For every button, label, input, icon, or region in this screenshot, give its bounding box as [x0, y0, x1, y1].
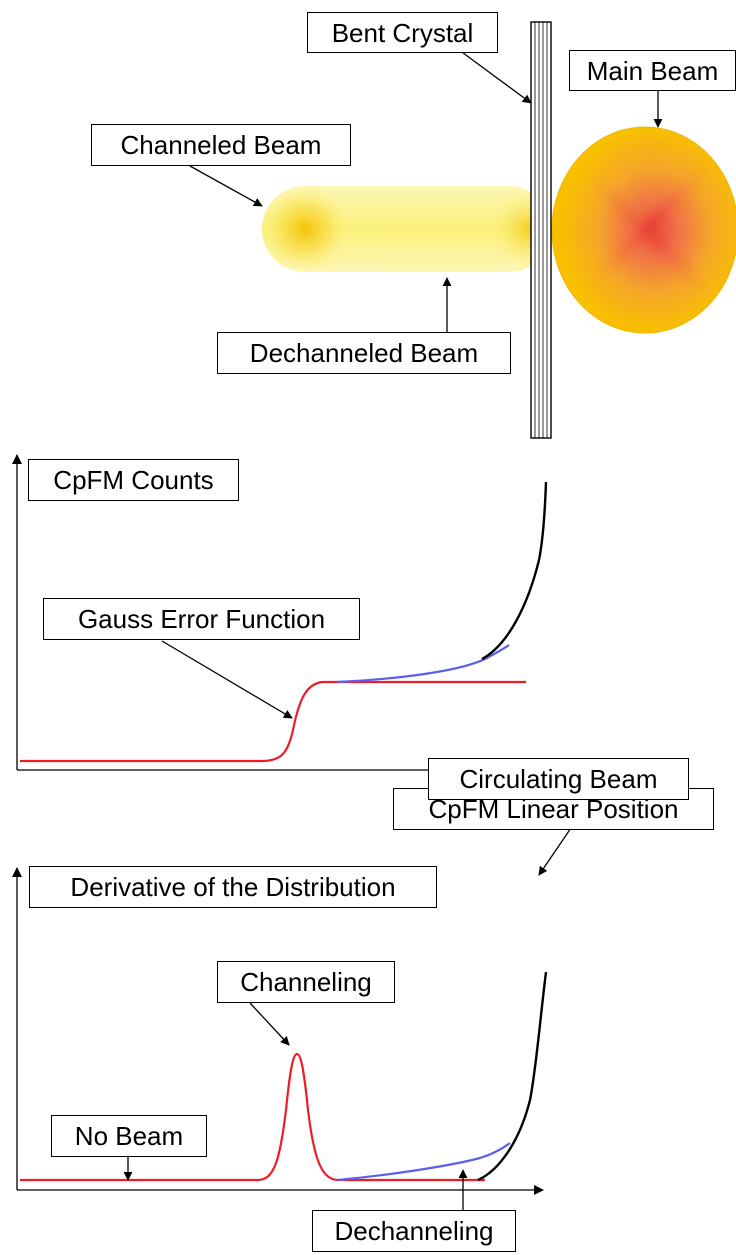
no-beam-label: No Beam	[51, 1115, 207, 1157]
gauss-error-function-label: Gauss Error Function	[43, 598, 360, 640]
bent-crystal-shape	[530, 21, 552, 439]
dechanneling-label: Dechanneling	[312, 1210, 516, 1252]
gauss-error-arrow	[161, 640, 293, 719]
channeling-peak-curve	[20, 1052, 485, 1182]
counts-dechanneled-fit	[336, 644, 510, 684]
channeled-beam-shape	[261, 185, 570, 273]
channeled-beam-label: Channeled Beam	[91, 124, 351, 166]
derivative-y-axis-label: Derivative of the Distribution	[29, 866, 437, 908]
channeling-label: Channeling	[217, 961, 395, 1003]
bent-crystal-label: Bent Crystal	[307, 12, 498, 53]
derivative-main-beam-curve	[477, 971, 548, 1182]
main-beam-label: Main Beam	[569, 50, 736, 91]
counts-main-beam-curve	[481, 481, 548, 661]
error-function-curve	[20, 680, 526, 763]
dechanneled-beam-label: Dechanneled Beam	[217, 332, 511, 374]
main-beam-shape	[551, 126, 736, 334]
channeling-arrow	[249, 1002, 290, 1046]
circulating-beam-label: Circulating Beam	[428, 758, 689, 800]
bent-crystal-arrow	[454, 46, 532, 104]
channeled-beam-arrow	[189, 165, 263, 207]
counts-y-axis-label: CpFM Counts	[28, 459, 239, 501]
derivative-dechanneled-fit	[337, 1142, 511, 1182]
